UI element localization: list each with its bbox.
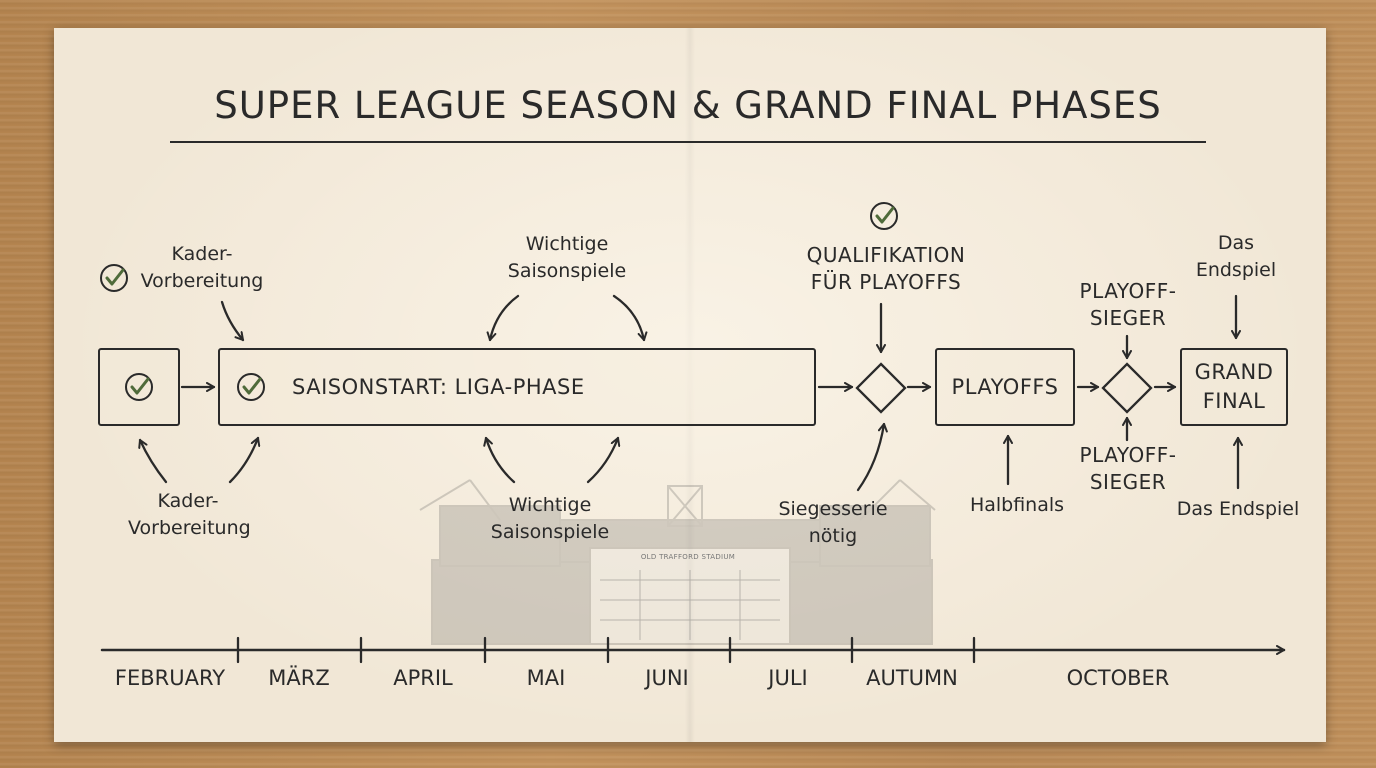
kader-bottom-label: Kader- Vorbereitung <box>128 488 251 542</box>
qualification-label: QUALIFIKATION FÜR PLAYOFFS <box>796 242 976 296</box>
grand-final-box: GRAND FINAL <box>1180 348 1288 426</box>
stadium-sign: OLD TRAFFORD STADIUM <box>640 553 736 561</box>
playoff-winner-bottom-line2: SIEGER <box>1089 470 1167 494</box>
kader-bottom-arrow-right <box>228 436 261 484</box>
playoff-winner-top-line2: SIEGER <box>1089 306 1167 330</box>
kader-bottom-line1: Kader- <box>157 490 219 512</box>
month-october: OCTOBER <box>1066 666 1170 690</box>
siegesserie-arrow <box>856 422 888 492</box>
month-juni: JUNI <box>645 666 689 690</box>
kader-top-line2: Vorbereitung <box>140 270 264 292</box>
title-underline <box>170 141 1206 143</box>
liga-phase-label: SAISONSTART: LIGA-PHASE <box>292 374 585 399</box>
wichtige-top-arrow-right <box>612 294 648 342</box>
month-february: FEBRUARY <box>114 666 226 690</box>
wichtige-bottom-line1: Wichtige <box>508 494 592 516</box>
halbfinals-label: Halbfinals <box>969 494 1065 516</box>
month-mai: MAI <box>526 666 566 690</box>
wichtige-top-arrow-left <box>486 294 520 342</box>
wichtige-bottom-arrow-left <box>483 436 516 484</box>
siegesserie-line2: nötig <box>808 525 858 547</box>
check-icon-kader-label <box>100 264 128 292</box>
kader-top-line1: Kader- <box>171 243 233 265</box>
endspiel-bottom-label: Das Endspiel <box>1176 498 1300 520</box>
check-icon-qualification <box>870 202 898 230</box>
wichtige-top-label: Wichtige Saisonspiele <box>497 231 637 285</box>
playoff-winner-top-line1: PLAYOFF- <box>1079 279 1177 303</box>
wichtige-bottom-arrow-right <box>586 436 621 484</box>
liga-phase-box: SAISONSTART: LIGA-PHASE <box>218 348 816 426</box>
wichtige-top-line2: Saisonspiele <box>507 260 627 282</box>
month-autumn: AUTUMN <box>866 666 958 690</box>
month-juli: JULI <box>768 666 808 690</box>
grand-final-label-line1: GRAND <box>1194 360 1274 384</box>
kader-top-label: Kader- Vorbereitung <box>132 241 272 295</box>
paper-sheet <box>54 28 1326 742</box>
siegesserie-line1: Siegesserie <box>778 498 888 520</box>
month-april: APRIL <box>393 666 453 690</box>
playoff-winner-bottom-label: PLAYOFF- SIEGER <box>1068 442 1188 496</box>
playoff-winner-diamond <box>1101 362 1153 414</box>
check-icon <box>125 373 153 401</box>
qualification-line2: FÜR PLAYOFFS <box>810 270 962 294</box>
playoffs-label: PLAYOFFS <box>951 374 1059 399</box>
playoffs-box: PLAYOFFS <box>935 348 1075 426</box>
wichtige-bottom-label: Wichtige Saisonspiele <box>480 492 620 546</box>
month-maerz: MÄRZ <box>268 666 330 690</box>
wichtige-top-line1: Wichtige <box>525 233 609 255</box>
kader-box <box>98 348 180 426</box>
page-title: SUPER LEAGUE SEASON & GRAND FINAL PHASES <box>214 84 1162 127</box>
endspiel-top-label: Das Endspiel <box>1186 230 1286 284</box>
playoff-winner-top-label: PLAYOFF- SIEGER <box>1068 278 1188 332</box>
endspiel-top-line2: Endspiel <box>1195 259 1277 281</box>
playoff-winner-bottom-line1: PLAYOFF- <box>1079 443 1177 467</box>
kader-bottom-line2: Vorbereitung <box>128 517 251 539</box>
endspiel-top-line1: Das <box>1217 232 1255 254</box>
check-icon <box>237 373 265 401</box>
kader-top-arrow <box>220 300 245 342</box>
grand-final-label-line2: FINAL <box>1202 389 1266 413</box>
wichtige-bottom-line2: Saisonspiele <box>490 521 610 543</box>
qualification-line1: QUALIFIKATION <box>806 243 966 267</box>
qualification-diamond <box>855 362 907 414</box>
siegesserie-label: Siegesserie nötig <box>768 496 898 550</box>
kader-bottom-arrow-left <box>138 438 168 484</box>
